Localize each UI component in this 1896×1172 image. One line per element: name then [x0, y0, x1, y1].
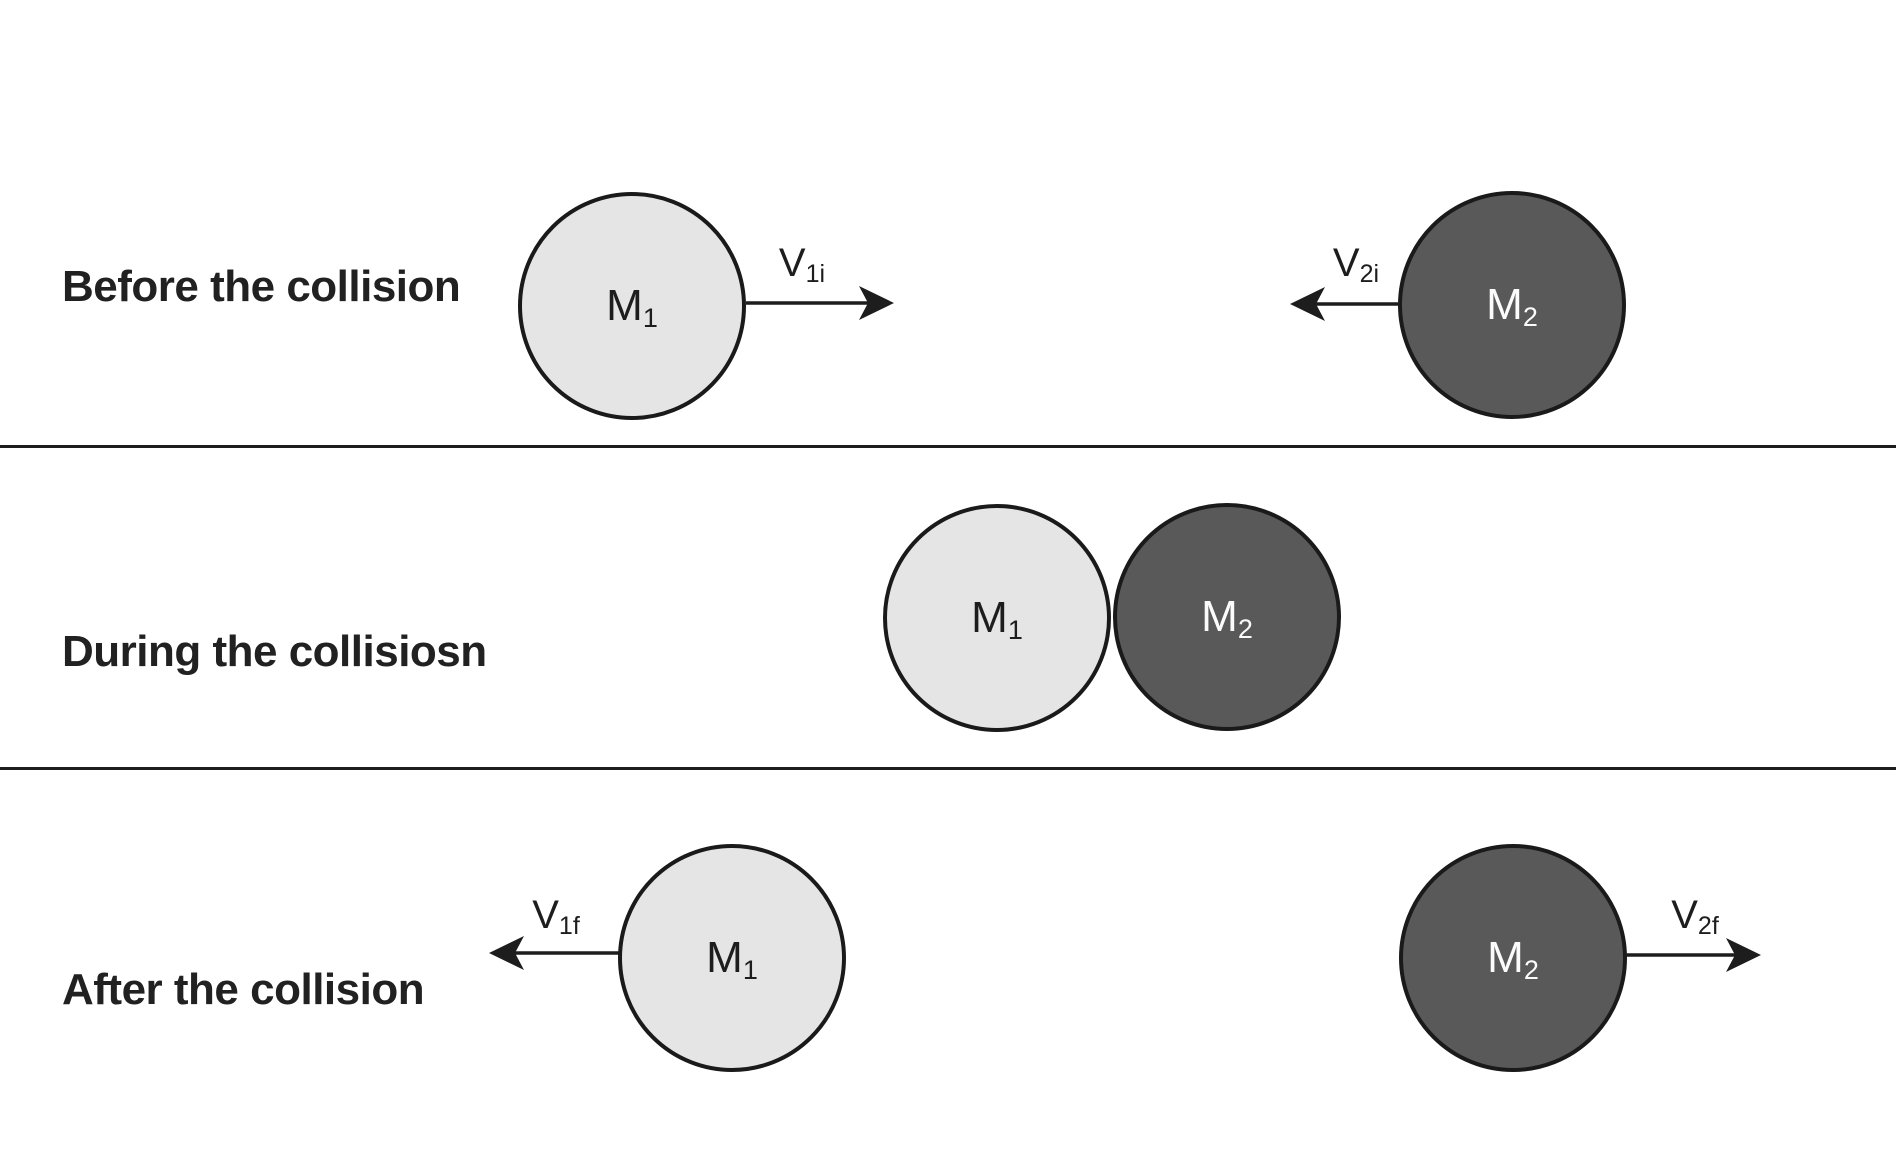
velocity-arrow-v1i-right — [746, 286, 894, 320]
panel-title-after: After the collision — [62, 964, 425, 1014]
mass-m2-label: M2 — [1201, 592, 1253, 644]
arrowhead-right-icon — [1726, 938, 1761, 972]
mass-m1-label: M1 — [971, 593, 1023, 645]
mass-m1-before: M1 — [518, 192, 746, 420]
mass-m1-during: M1 — [883, 504, 1111, 732]
velocity-label-v2i: V2i — [1332, 241, 1380, 288]
mass-m1-label: M1 — [606, 281, 658, 333]
mass-m2-after: M2 — [1399, 844, 1627, 1072]
arrowhead-left-icon — [1290, 287, 1325, 321]
mass-m2-during: M2 — [1113, 503, 1341, 731]
mass-m1-after: M1 — [618, 844, 846, 1072]
velocity-arrow-v2i-left — [1290, 287, 1398, 321]
mass-m2-label: M2 — [1486, 280, 1538, 332]
velocity-arrow-v1f-left — [489, 936, 619, 970]
panel-title-during: During the collisiosn — [62, 626, 487, 676]
mass-m2-label: M2 — [1487, 933, 1539, 985]
velocity-label-v1i: V1i — [778, 241, 826, 288]
mass-m1-label: M1 — [706, 933, 758, 985]
arrowhead-left-icon — [489, 936, 524, 970]
mass-m2-before: M2 — [1398, 191, 1626, 419]
row-divider-bottom — [0, 767, 1896, 770]
velocity-label-v2f: V2f — [1671, 893, 1719, 940]
velocity-arrow-v2f-right — [1625, 938, 1761, 972]
row-divider-top — [0, 445, 1896, 448]
panel-title-before: Before the collision — [62, 261, 461, 311]
velocity-label-v1f: V1f — [532, 893, 580, 940]
arrowhead-right-icon — [859, 286, 894, 320]
